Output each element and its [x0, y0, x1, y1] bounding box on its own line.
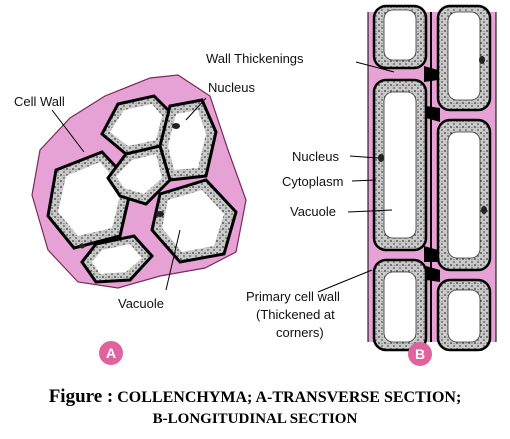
- cell-top-right: [158, 98, 218, 182]
- long-cell-right-top: [436, 4, 492, 112]
- cytoplasm-pointer: [351, 179, 377, 182]
- nucleus-b-pointer: [349, 155, 379, 159]
- corner-thickening: [426, 266, 440, 282]
- vacuole-b-pointer: [347, 209, 393, 213]
- long-cell-right-mid: [436, 118, 492, 272]
- nucleus-dot: [481, 206, 487, 214]
- wall-thickenings-pointer: [355, 61, 395, 73]
- nucleus-a-label: Nucleus: [208, 80, 255, 95]
- cell-bottom: [80, 234, 155, 284]
- cell-top-left: [100, 94, 172, 156]
- nucleus-dot: [156, 211, 164, 217]
- longitudinal-section: Wall Thickenings Nucleus Cytoplasm Vacuo…: [206, 4, 497, 352]
- long-cell-left-bottom: [372, 258, 428, 352]
- transverse-section: Cell Wall Nucleus Vacuole: [14, 74, 255, 311]
- nucleus-dot: [172, 123, 180, 129]
- cell-right: [150, 178, 238, 264]
- cytoplasm-label: Cytoplasm: [282, 174, 343, 189]
- corner-thickening: [424, 66, 438, 82]
- corner-thickening: [424, 246, 438, 262]
- badge-b: B: [408, 342, 432, 366]
- nucleus-dot: [79, 243, 85, 249]
- nucleus-dot: [378, 154, 384, 162]
- nucleus-b-label: Nucleus: [292, 149, 339, 164]
- collenchyma-figure: Cell Wall Nucleus Vacuole: [14, 4, 497, 366]
- primary-wall-label-line3: corners): [276, 325, 324, 340]
- primary-wall-pointer: [317, 269, 373, 293]
- badge-b-letter: B: [415, 346, 425, 362]
- figure-caption: Figure : COLLENCHYMA; A-TRANSVERSE SECTI…: [0, 387, 510, 430]
- caption-line2: B-LONGITUDINAL SECTION: [152, 411, 358, 427]
- vacuole-a-label: Vacuole: [118, 296, 164, 311]
- cell-wall-label: Cell Wall: [14, 94, 65, 109]
- primary-wall-label-line2: (Thickened at: [256, 307, 335, 322]
- cell-wall-pointer: [51, 109, 85, 153]
- long-cell-left-mid: [372, 78, 428, 252]
- nucleus-dot: [479, 56, 485, 64]
- long-cell-left-top: [372, 4, 428, 70]
- caption-lead: Figure :: [48, 386, 114, 407]
- primary-wall-label-line1: Primary cell wall: [246, 289, 340, 304]
- nucleus-a-pointer: [185, 97, 207, 121]
- vacuole-b-label: Vacuole: [290, 204, 336, 219]
- long-cell-right-bottom: [436, 278, 492, 352]
- badge-a: A: [99, 341, 123, 365]
- vacuole-a-pointer: [165, 229, 181, 291]
- badge-a-letter: A: [106, 345, 116, 361]
- caption-line1: COLLENCHYMA; A-TRANSVERSE SECTION;: [117, 389, 462, 406]
- cell-center: [106, 144, 172, 206]
- wall-thickenings-label: Wall Thickenings: [206, 51, 304, 66]
- corner-thickening: [426, 106, 440, 122]
